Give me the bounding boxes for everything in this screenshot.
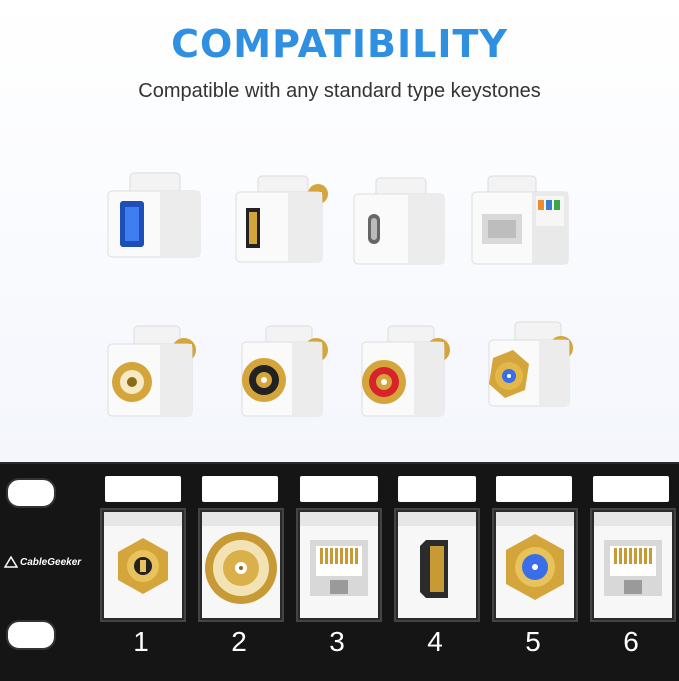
port-5: [492, 508, 578, 622]
brand-label: CableGeeker: [20, 557, 82, 568]
port-number: 5: [525, 626, 541, 657]
port-label-tab: [496, 476, 572, 502]
page-title: COMPATIBILITY: [171, 22, 508, 66]
port-label-tab: [300, 476, 378, 502]
f-type-keystone: [488, 321, 573, 407]
port-label-tab: [398, 476, 476, 502]
patch-panel: CableGeeker 1 2: [0, 462, 679, 681]
port-2: [198, 508, 284, 622]
port-label-tab: [593, 476, 669, 502]
port-number: 3: [329, 626, 345, 657]
rca-black-keystone: [241, 325, 328, 417]
rack-mount-hole: [6, 620, 56, 650]
hdmi-keystone: [235, 175, 328, 263]
rack-mount-hole: [6, 478, 56, 508]
port-3: [296, 508, 382, 622]
rca-red-keystone: [361, 325, 450, 417]
port-1: [100, 508, 186, 622]
keystone-modules: [107, 172, 573, 417]
port-number: 2: [231, 626, 247, 657]
bnc-keystone: [107, 325, 196, 417]
port-number: 1: [133, 626, 149, 657]
port-6: [590, 508, 676, 622]
port-label-tab: [105, 476, 181, 502]
page-subtitle: Compatible with any standard type keysto…: [138, 80, 541, 102]
port-number: 6: [623, 626, 639, 657]
brand-logo-icon: [4, 556, 18, 568]
port-label-tab: [202, 476, 278, 502]
port-number: 4: [427, 626, 443, 657]
port-4: [394, 508, 480, 622]
rj45-keystone: [471, 175, 569, 265]
usb-c-keystone: [353, 177, 445, 265]
usb-keystone: [107, 172, 201, 258]
